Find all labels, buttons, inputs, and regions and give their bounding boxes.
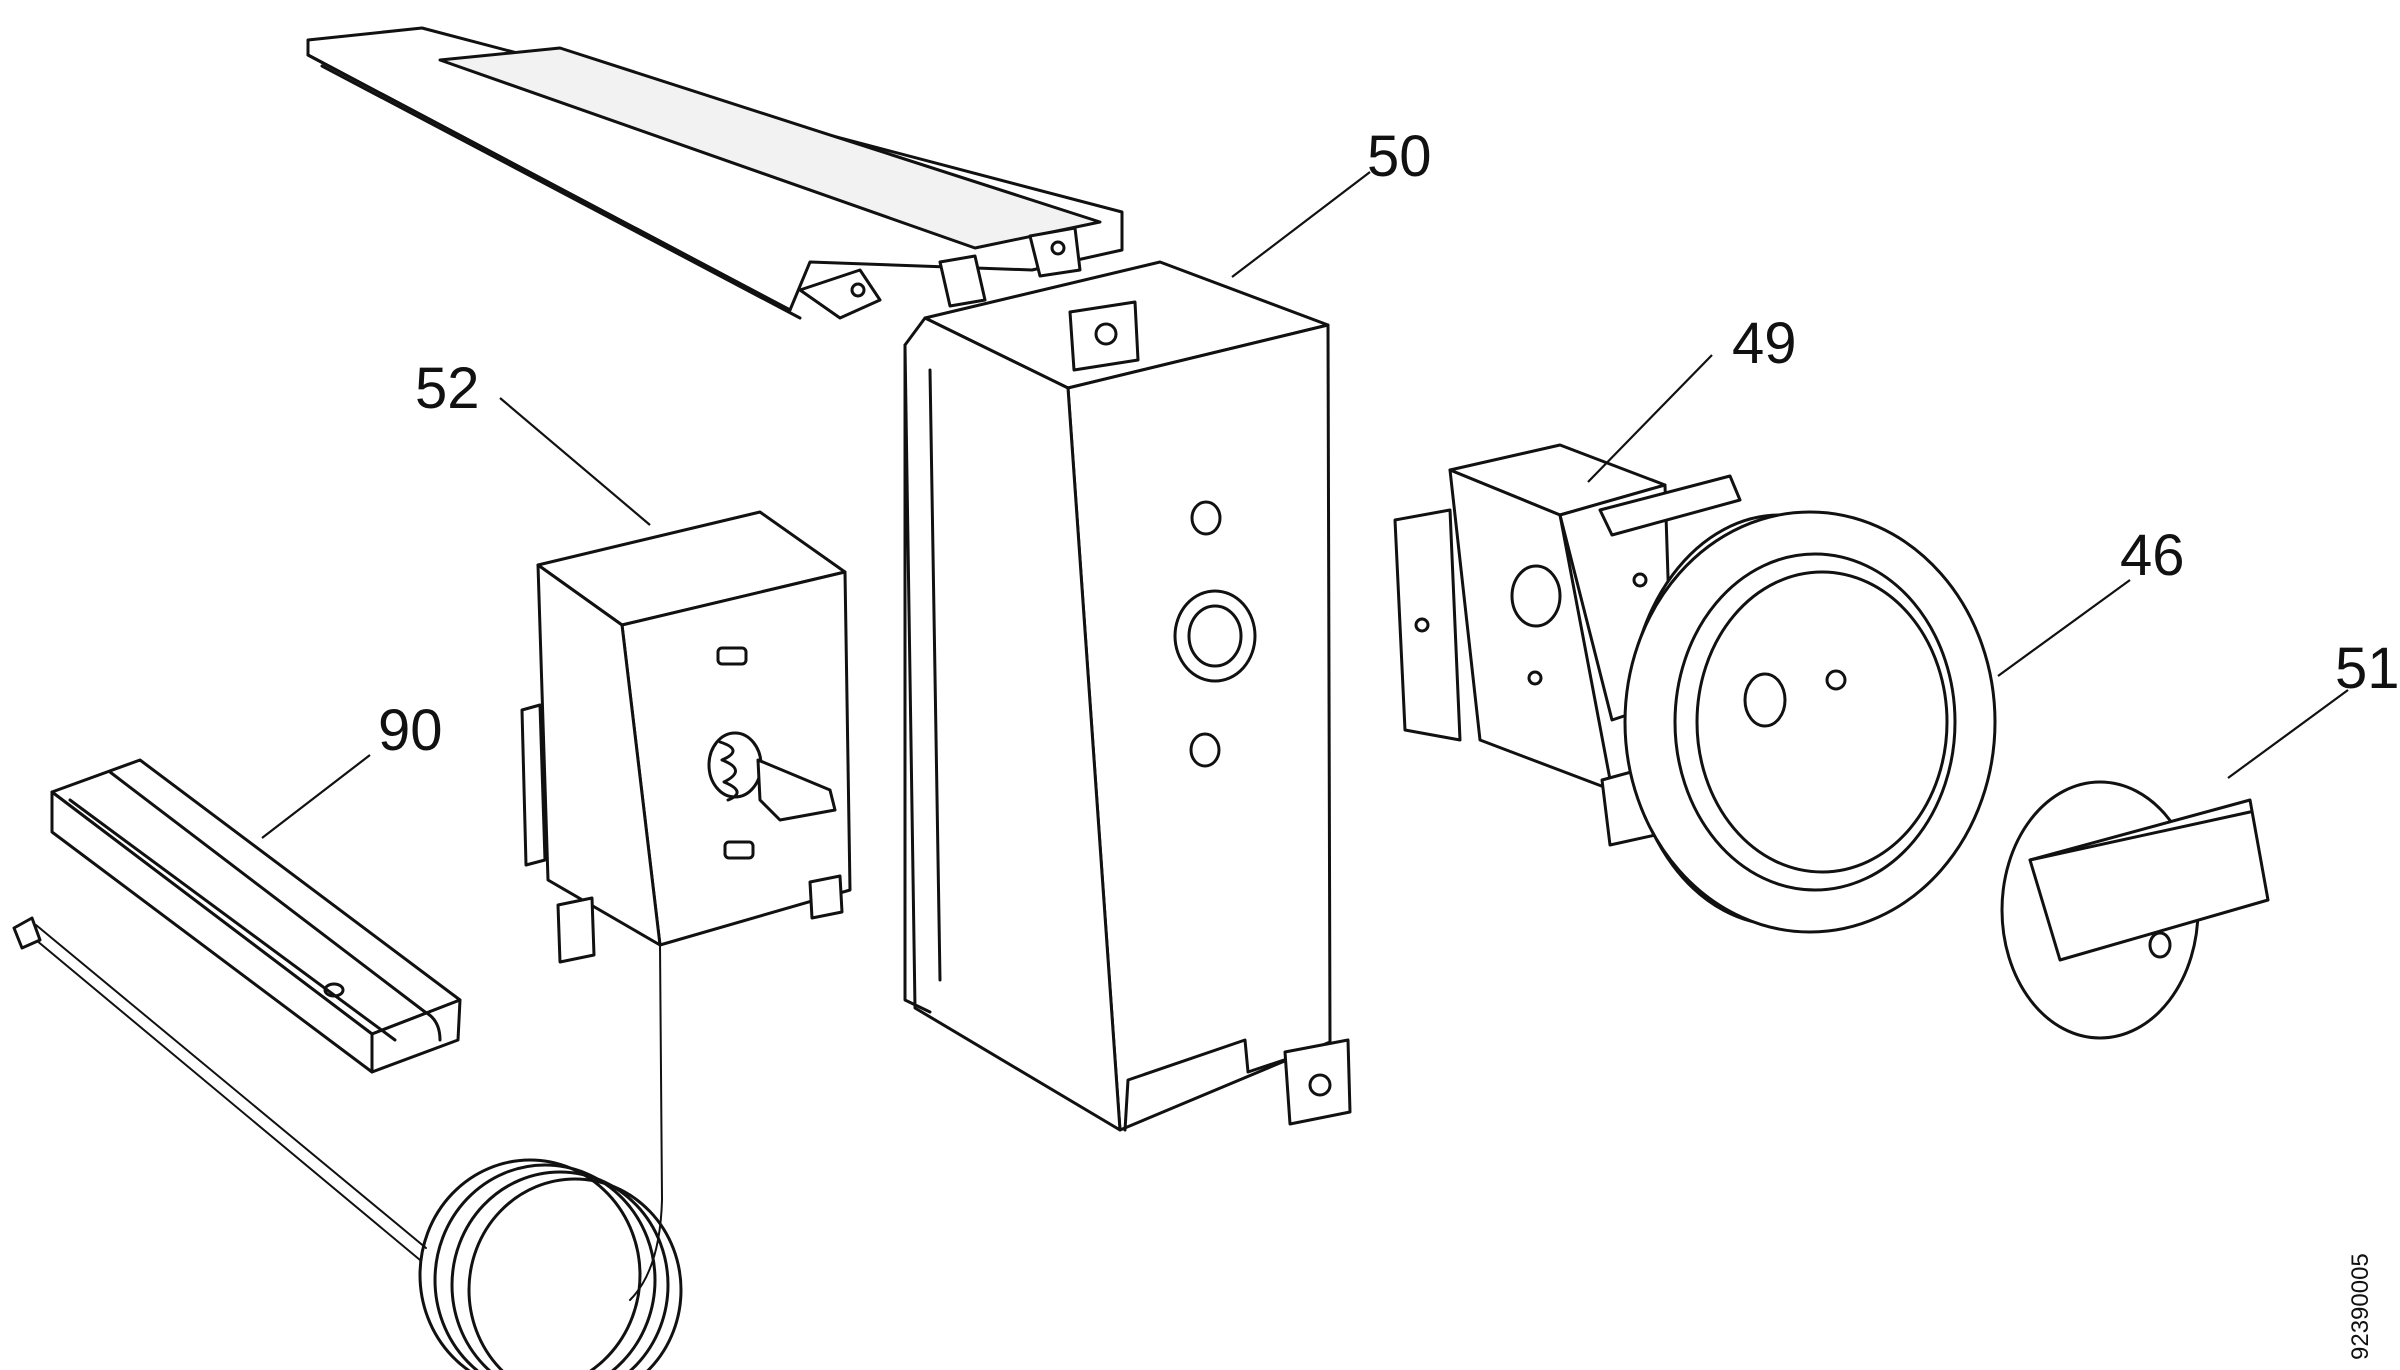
callout-46: 46 [2120,523,2185,588]
knob-part-51 [2000,780,2270,1040]
bracket-part-90 [50,758,462,1074]
callout-90: 90 [378,698,443,763]
callout-51: 51 [2335,636,2400,701]
housing-part-50 [903,260,1352,1132]
leader-90 [261,754,371,839]
callout-50: 50 [1367,124,1432,189]
leader-50 [1231,171,1371,278]
thermostat-part-52 [12,510,852,1370]
top-panel-part [306,26,1124,320]
bezel-part-46 [1623,510,1997,934]
leader-52 [499,397,651,526]
leader-46 [1997,579,2131,677]
leader-49 [1587,354,1713,483]
callout-52: 52 [415,356,480,421]
drawing-number: 92390005 [2347,1253,2374,1360]
leader-51 [2227,689,2349,779]
callout-49: 49 [1732,311,1797,376]
